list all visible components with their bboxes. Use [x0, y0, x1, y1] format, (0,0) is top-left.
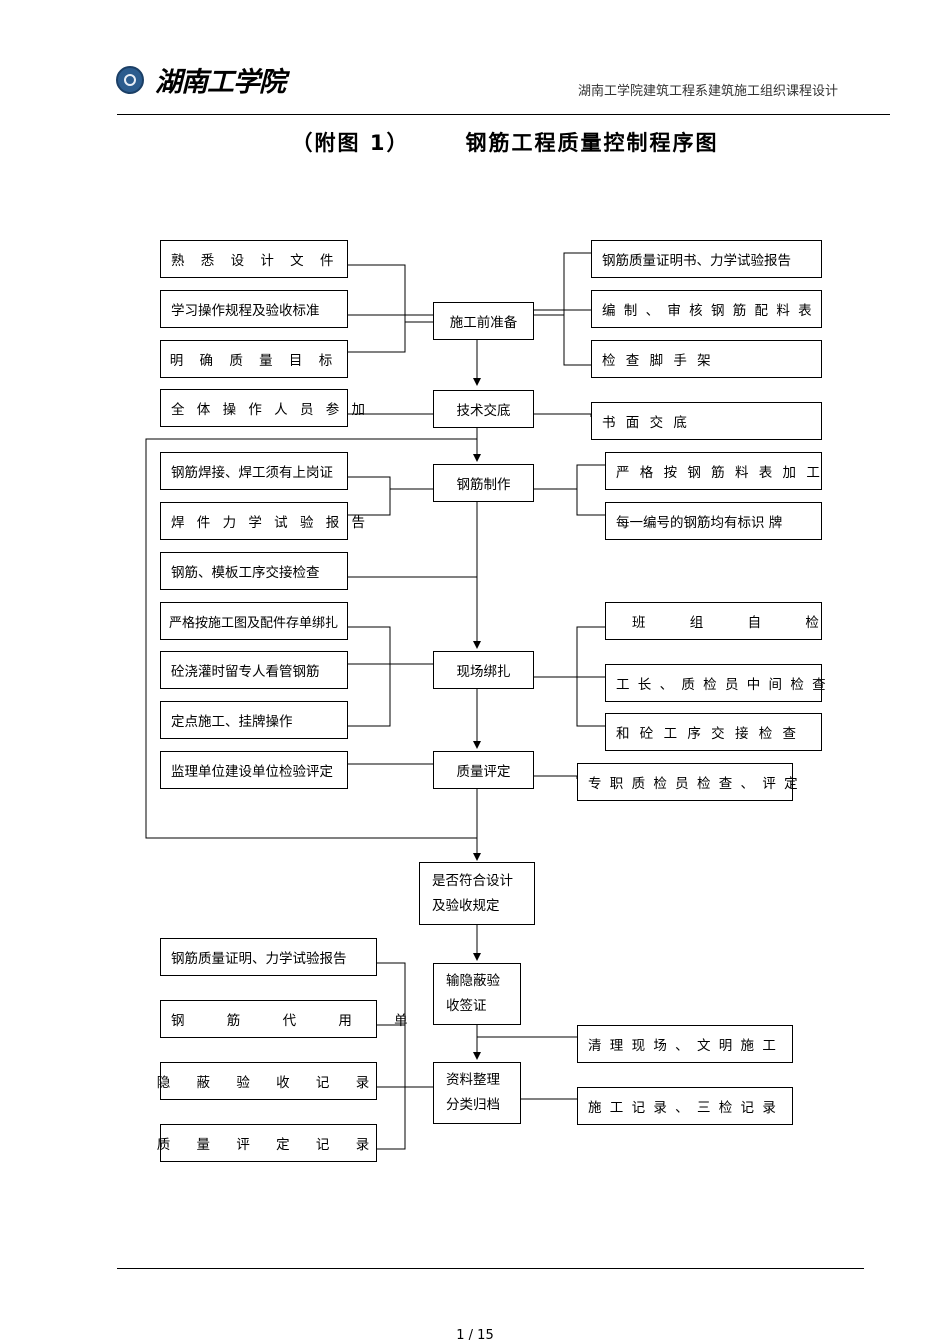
supervision-box: 监理单位建设单位检验评定	[160, 751, 348, 789]
clean-site-label: 清 理 现 场 、 文 明 施 工	[588, 1038, 778, 1054]
cert-book-box: 钢筋质量证明书、力学试验报告	[591, 240, 822, 278]
substitute-label: 钢 筋 代 用 单	[171, 1013, 427, 1029]
records-box: 施 工 记 录 、 三 检 记 录	[577, 1087, 793, 1125]
weld-test-label: 焊 件 力 学 试 验 报 告	[171, 515, 370, 531]
concrete-handover-box: 和 砼 工 序 交 接 检 查	[605, 713, 822, 751]
figure-title: 钢筋工程质量控制程序图	[465, 131, 719, 155]
document-title: （附图 1） 钢筋工程质量控制程序图	[0, 127, 950, 157]
cert-report-box: 钢筋质量证明、力学试验报告	[160, 938, 377, 976]
weld-test-box: 焊 件 力 学 试 验 报 告	[160, 502, 365, 540]
briefing-box: 技术交底	[433, 390, 534, 428]
footer-divider	[117, 1268, 864, 1269]
written-brief-box: 书 面 交 底	[591, 402, 822, 440]
inspector-label: 专 职 质 检 员 检 查 、 评 定	[588, 776, 800, 792]
schedule-box: 编 制 、 审 核 钢 筋 配 料 表	[591, 290, 822, 328]
school-seal-logo	[116, 66, 144, 94]
handover-check-box: 钢筋、模板工序交接检查	[160, 552, 348, 590]
concealed-box: 输隐蔽验收签证	[433, 963, 521, 1025]
schedule-label: 编 制 、 审 核 钢 筋 配 料 表	[602, 303, 814, 319]
familiar-design-box: 熟 悉 设 计 文 件	[160, 240, 348, 278]
strict-schedule-box: 严 格 按 钢 筋 料 表 加 工	[605, 452, 822, 490]
concealed-record-label: 隐 蔽 验 收 记 录	[156, 1075, 381, 1091]
clean-site-box: 清 理 现 场 、 文 明 施 工	[577, 1025, 793, 1063]
self-check-label: 班 组 自 检	[632, 615, 839, 631]
figure-label: （附图 1）	[291, 131, 410, 155]
quality-record-label: 质 量 评 定 记 录	[156, 1137, 381, 1153]
mid-check-box: 工 长 、 质 检 员 中 间 检 查	[605, 664, 826, 702]
strict-schedule-label: 严 格 按 钢 筋 料 表 加 工	[616, 465, 823, 481]
scaffold-label: 检 查 脚 手 架	[602, 353, 714, 369]
fixed-point-box: 定点施工、挂牌操作	[160, 701, 348, 739]
marker-box: 每一编号的钢筋均有标识 牌	[605, 502, 822, 540]
page-number: 1 / 15	[456, 1328, 494, 1343]
written-brief-label: 书 面 交 底	[602, 415, 690, 431]
compliance-box: 是否符合设计及验收规定	[419, 862, 535, 925]
guard-rebar-box: 砼浇灌时留专人看管钢筋	[160, 651, 348, 689]
inspector-box: 专 职 质 检 员 检 查 、 评 定	[577, 763, 798, 801]
familiar-design-label: 熟 悉 设 计 文 件	[171, 253, 340, 269]
concealed-record-box: 隐 蔽 验 收 记 录	[156, 1062, 381, 1100]
welding-cert-box: 钢筋焊接、焊工须有上岗证	[160, 452, 348, 490]
quality-target-box: 明 确 质 量 目 标	[160, 340, 348, 378]
self-check-box: 班 组 自 检	[605, 602, 822, 640]
header-title: 湖南工学院建筑工程系建筑施工组织课程设计	[577, 84, 838, 99]
all-staff-box: 全 体 操 作 人 员 参 加	[160, 389, 365, 427]
substitute-box: 钢 筋 代 用 单	[160, 1000, 408, 1038]
header-divider	[117, 114, 890, 115]
concrete-handover-label: 和 砼 工 序 交 接 检 查	[616, 726, 800, 742]
records-label: 施 工 记 录 、 三 检 记 录	[588, 1100, 778, 1116]
mid-check-label: 工 长 、 质 检 员 中 间 检 查	[616, 677, 828, 693]
school-logo-calligraphy: 湖南工学院	[155, 67, 286, 98]
learn-standards-box: 学习操作规程及验收标准	[160, 290, 348, 328]
prep-box: 施工前准备	[433, 302, 534, 340]
binding-box: 现场绑扎	[433, 651, 534, 689]
archive-box: 资料整理分类归档	[433, 1062, 521, 1124]
scaffold-box: 检 查 脚 手 架	[591, 340, 822, 378]
all-staff-label: 全 体 操 作 人 员 参 加	[171, 402, 370, 418]
quality-target-label: 明 确 质 量 目 标	[169, 353, 339, 369]
strict-drawing-box: 严格按施工图及配件存单绑扎	[160, 602, 348, 640]
quality-record-box: 质 量 评 定 记 录	[156, 1124, 381, 1162]
fabrication-box: 钢筋制作	[433, 464, 534, 502]
quality-box: 质量评定	[433, 751, 534, 789]
